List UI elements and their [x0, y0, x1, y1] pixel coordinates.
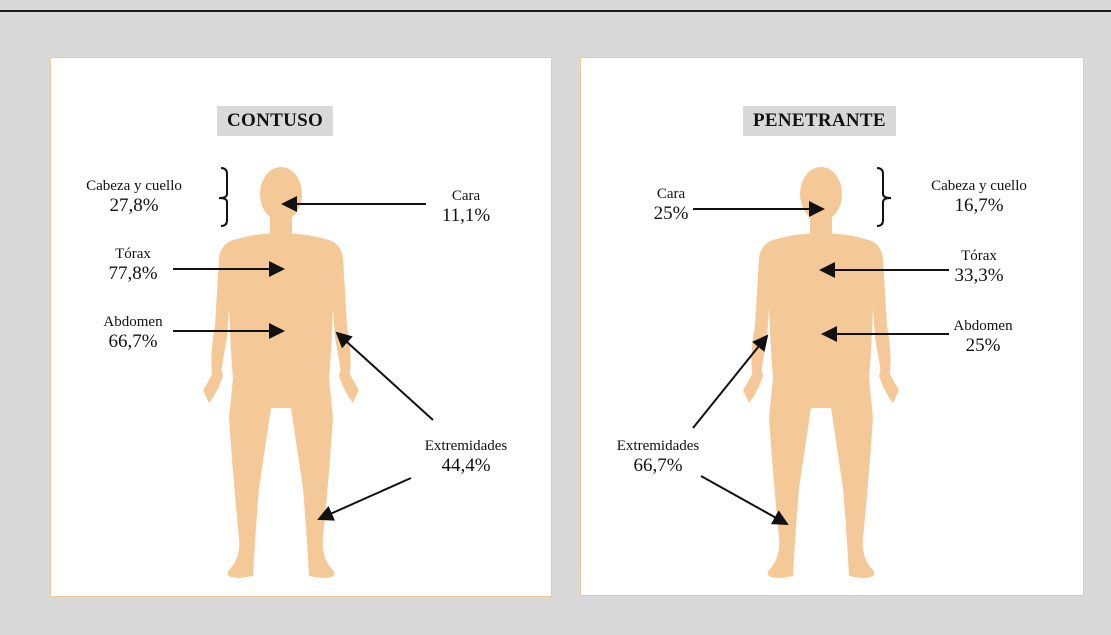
label-percentage: 16,7%: [919, 195, 1039, 217]
label-percentage: 27,8%: [79, 195, 189, 217]
label-face: Cara 25%: [631, 186, 711, 225]
label-name: Abdomen: [943, 318, 1023, 335]
label-abdomen: Abdomen 66,7%: [93, 314, 173, 353]
panel-penetrante: PENETRANTE Cara 25% Cabeza y cuello 16,7…: [580, 57, 1084, 596]
label-percentage: 33,3%: [939, 265, 1019, 287]
label-name: Extremidades: [603, 438, 713, 455]
label-thorax: Tórax 33,3%: [939, 248, 1019, 287]
label-name: Tórax: [93, 246, 173, 263]
label-percentage: 66,7%: [603, 455, 713, 477]
label-name: Tórax: [939, 248, 1019, 265]
label-name: Abdomen: [93, 314, 173, 331]
label-percentage: 25%: [943, 335, 1023, 357]
label-face: Cara 11,1%: [421, 188, 511, 227]
label-name: Cabeza y cuello: [79, 178, 189, 195]
label-name: Cara: [421, 188, 511, 205]
label-thorax: Tórax 77,8%: [93, 246, 173, 285]
label-head-neck: Cabeza y cuello 16,7%: [919, 178, 1039, 217]
label-limbs: Extremidades 44,4%: [411, 438, 521, 477]
label-name: Cara: [631, 186, 711, 203]
label-limbs: Extremidades 66,7%: [603, 438, 713, 477]
label-name: Cabeza y cuello: [919, 178, 1039, 195]
label-abdomen: Abdomen 25%: [943, 318, 1023, 357]
label-percentage: 25%: [631, 203, 711, 225]
panel-title: PENETRANTE: [743, 106, 896, 136]
label-percentage: 44,4%: [411, 455, 521, 477]
label-percentage: 66,7%: [93, 331, 173, 353]
label-name: Extremidades: [411, 438, 521, 455]
panel-contuso: CONTUSO Cabeza y cuello 27,8% Cara 11,1%…: [50, 57, 552, 597]
top-rule: [0, 10, 1111, 12]
panel-title: CONTUSO: [217, 106, 333, 136]
label-head-neck: Cabeza y cuello 27,8%: [79, 178, 189, 217]
label-percentage: 77,8%: [93, 263, 173, 285]
label-percentage: 11,1%: [421, 205, 511, 227]
